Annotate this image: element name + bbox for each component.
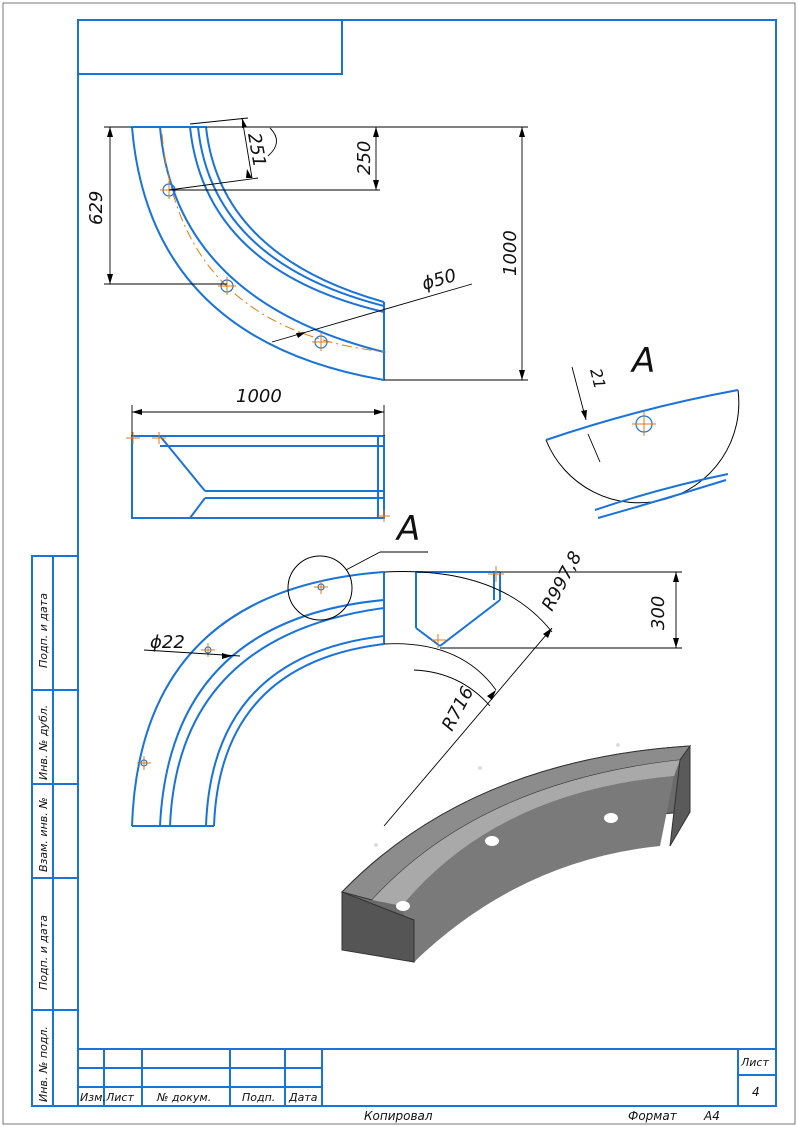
detail-label-top: A (630, 341, 655, 381)
title-sheet-number: 4 (752, 1085, 760, 1099)
footer-format-label: Формат (628, 1109, 678, 1123)
dim-phi50: ϕ50 (420, 265, 459, 295)
stamp-inv-dubl: Инв. № дубл. (37, 705, 50, 780)
dim-phi22: ϕ22 (150, 632, 185, 653)
footer-format-value: А4 (703, 1109, 720, 1123)
footer: Копировал Формат А4 (364, 1109, 720, 1123)
plan-view: A (131, 509, 504, 827)
top-view (131, 126, 387, 381)
dim-1000-horizontal: 1000 (236, 386, 282, 407)
title-block: Изм. Лист № докум. Подп. Дата Лист 4 (78, 1048, 776, 1106)
front-view: 1000 (126, 386, 390, 522)
isometric-view (341, 743, 692, 963)
top-view-dimensions: 629 250 251 1000 ϕ50 (86, 117, 528, 381)
detail-label-callout: A (395, 509, 420, 549)
dim-1000-vertical: 1000 (500, 230, 521, 276)
title-sheet-label: Лист (740, 1056, 769, 1069)
stamp-podp-data-2: Подп. и дата (37, 915, 50, 990)
dim-251: 251 (243, 131, 270, 168)
side-stamp: Подп. и дата Инв. № дубл. Взам. инв. № П… (31, 555, 79, 1107)
dim-r716: R716 (438, 683, 479, 734)
title-n-dokum: № докум. (156, 1091, 211, 1104)
title-list: Лист (105, 1091, 134, 1104)
title-data: Дата (288, 1091, 318, 1104)
dim-250: 250 (354, 141, 375, 175)
title-podp: Подп. (242, 1091, 275, 1104)
top-title-box (77, 19, 343, 75)
title-izm: Изм. (80, 1091, 106, 1104)
footer-copied: Копировал (364, 1109, 433, 1123)
stamp-vzam-inv: Взам. инв. № (37, 797, 50, 872)
stamp-inv-podl: Инв. № подл. (37, 1026, 50, 1102)
stamp-podp-data-1: Подп. и дата (37, 593, 50, 668)
detail-view-a: A 21 (545, 341, 740, 519)
dim-629: 629 (86, 191, 107, 225)
dim-r997: R997,8 (538, 548, 587, 614)
dim-300: 300 (648, 596, 669, 630)
dim-21: 21 (586, 366, 609, 390)
